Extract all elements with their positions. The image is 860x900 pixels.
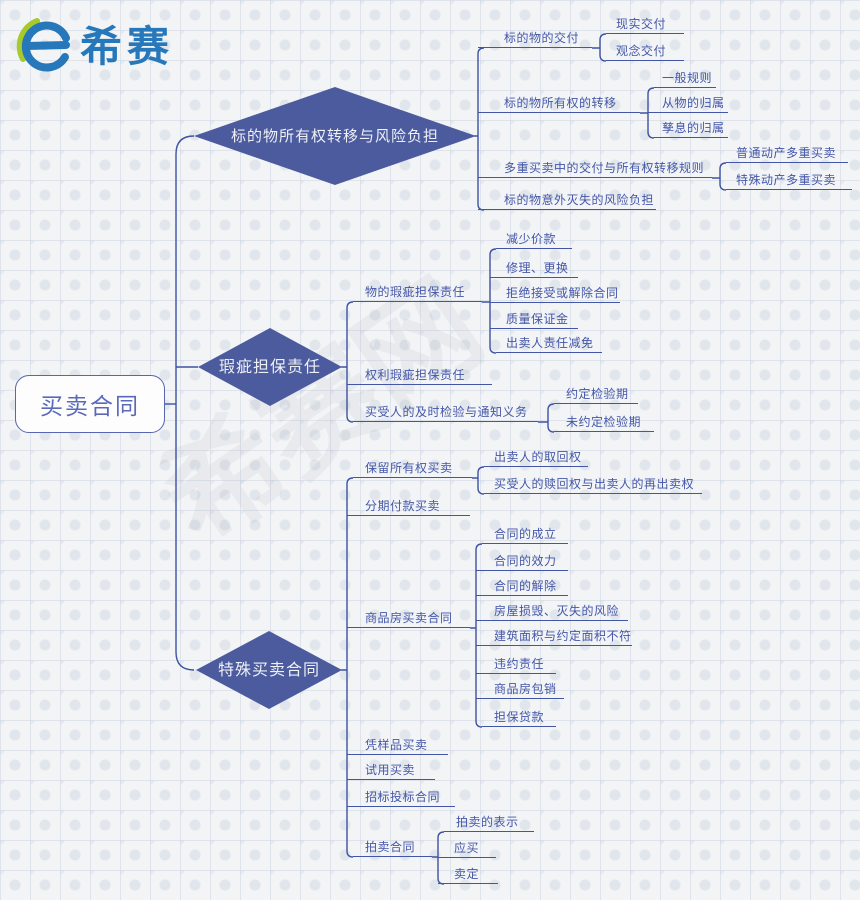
branch-diamond: [196, 631, 342, 709]
mindmap-node: 保留所有权买卖: [353, 461, 472, 478]
mindmap-node: 多重买卖中的交付与所有权转移规则: [478, 161, 712, 178]
mindmap-node: 拍卖的表示: [444, 815, 534, 832]
mindmap-node: 商品房买卖合同: [347, 611, 470, 628]
connector-path: [538, 403, 555, 433]
mindmap-node: 买受人的赎回权与出卖人的再出卖权: [484, 477, 702, 494]
mindmap-node: 标的物的交付: [478, 31, 592, 48]
mindmap-node: 现实交付: [606, 17, 684, 34]
branch-diamond-label: 特殊买卖合同: [218, 660, 320, 679]
connector-path: [592, 33, 607, 62]
mindmap-node: 质量保证金: [490, 312, 578, 329]
mindmap-node: 未约定检验期: [554, 415, 654, 432]
connector-path: [474, 47, 485, 211]
branch-diamond: [198, 328, 342, 406]
mindmap-node: 普通动产多重买卖: [726, 146, 848, 163]
mindmap-node: 卖定: [438, 867, 498, 884]
mindmap-node: 担保贷款: [482, 710, 556, 727]
connector-path: [712, 162, 727, 191]
mindmap-node: 合同的成立: [482, 527, 568, 544]
connector-path: [640, 87, 655, 139]
root-node: 买卖合同: [15, 375, 165, 433]
mindmap-node: 物的瑕疵担保责任: [353, 285, 482, 302]
mindmap-node: 建筑面积与约定面积不符: [476, 629, 632, 646]
mindmap-node: 一般规则: [654, 71, 716, 88]
xisai-logo-icon: [16, 18, 70, 72]
mindmap-node: 应买: [438, 841, 496, 858]
mindmap-node: 标的物所有权的转移: [478, 96, 640, 113]
mindmap-node: 买受人的及时检验与通知义务: [353, 405, 538, 422]
connector-path: [472, 466, 485, 495]
mindmap-node: 合同的效力: [476, 554, 568, 571]
mindmap-node: 特殊动产多重买卖: [726, 173, 852, 190]
mindmap-node: 出卖人的取回权: [484, 450, 588, 467]
mindmap-node: 房屋损毁、灭失的风险: [476, 604, 628, 621]
mindmap-node: 标的物意外灭失的风险负担: [478, 193, 656, 210]
connector-path: [341, 301, 354, 423]
mindmap-node: 出卖人责任减免: [496, 336, 602, 353]
mindmap-node: 减少价款: [496, 232, 572, 249]
mindmap-node: 拍卖合同: [353, 840, 432, 857]
brand-text: 希赛: [80, 22, 175, 71]
branch-diamond-label: 标的物所有权转移与风险负担: [231, 127, 439, 145]
branch-diamond: [194, 87, 476, 185]
mindmap-node: 拒绝接受或解除合同: [490, 286, 620, 303]
mindmap-node: 凭样品买卖: [347, 738, 448, 755]
connector-path: [175, 135, 195, 671]
mindmap-node: 从物的归属: [648, 96, 728, 113]
mindmap-node: 约定检验期: [554, 387, 638, 404]
mindmap-node: 招标投标合同: [347, 790, 455, 807]
mindmap-node: 试用买卖: [347, 763, 435, 780]
mindmap-node: 违约责任: [476, 657, 556, 674]
mindmap-node: 分期付款买卖: [347, 499, 470, 516]
mindmap-node: 修理、更换: [490, 261, 578, 278]
mindmap-node: 权利瑕疵担保责任: [347, 368, 492, 385]
xisai-logo: 希赛: [16, 18, 174, 76]
mindmap-node: 观念交付: [606, 44, 684, 61]
mindmap-node: 商品房包销: [476, 682, 564, 699]
mindmap-node: 孳息的归属: [654, 121, 728, 138]
branch-diamond-label: 瑕疵担保责任: [219, 357, 321, 376]
connector-path: [470, 543, 483, 728]
mindmap-node: 合同的解除: [476, 579, 568, 596]
connector-path: [482, 248, 497, 354]
